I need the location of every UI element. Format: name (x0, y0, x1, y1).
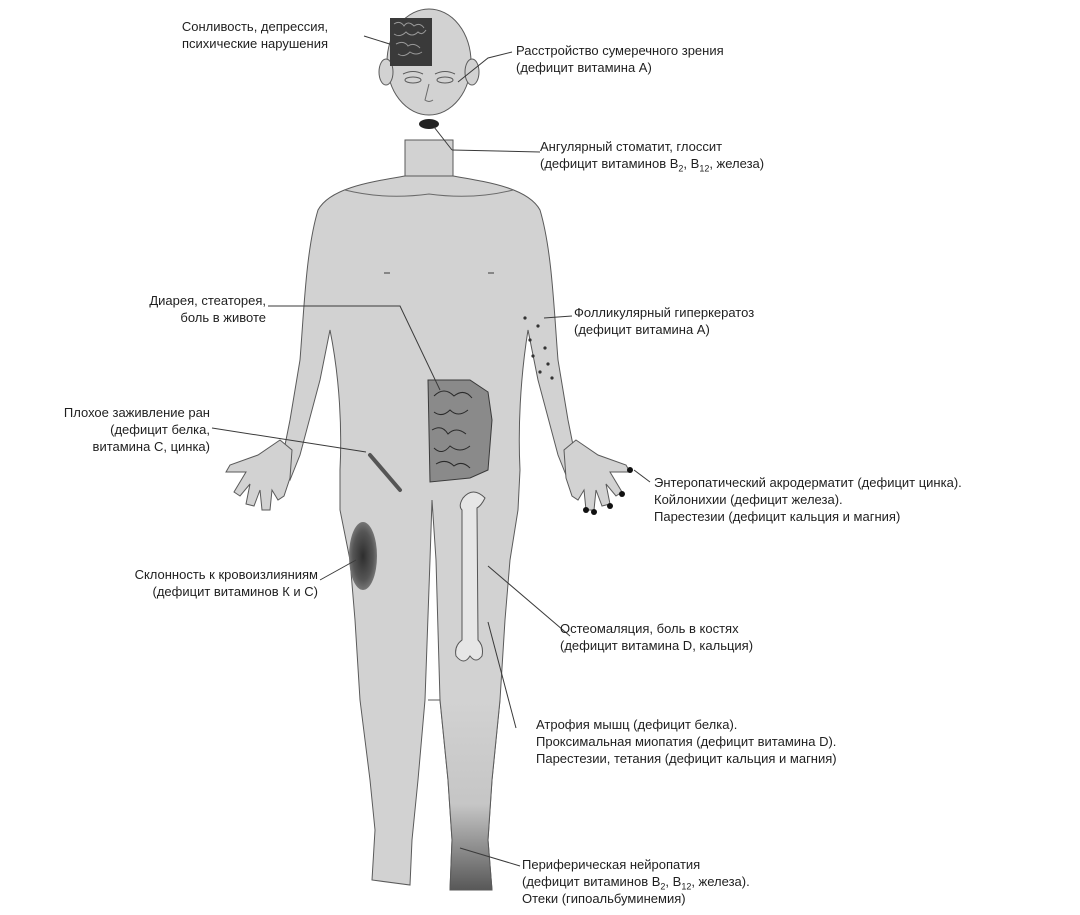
label-line: (дефицит витаминов B2, B12, железа) (540, 155, 764, 172)
label-wounds: Плохое заживление ран (дефицит белка, ви… (4, 404, 210, 455)
label-line: (дефицит белка, (4, 421, 210, 438)
label-line: Склонность к кровоизлияниям (30, 566, 318, 583)
label-line: Остеомаляция, боль в костях (560, 620, 753, 637)
nail-icon (619, 491, 625, 497)
label-bleeding: Склонность к кровоизлияниям (дефицит вит… (30, 566, 318, 600)
label-line: (дефицит витамина D, кальция) (560, 637, 753, 654)
nail-icon (607, 503, 613, 509)
head (379, 9, 479, 129)
body (226, 140, 633, 890)
label-line: Отеки (гипоальбуминемия) (522, 890, 750, 907)
nail-icon (627, 467, 633, 473)
label-line: Проксимальная миопатия (дефицит витамина… (536, 733, 837, 750)
label-line: Парестезии (дефицит кальция и магния) (654, 508, 962, 525)
label-line: Плохое заживление ран (4, 404, 210, 421)
label-line: Расстройство сумеречного зрения (516, 42, 724, 59)
label-line: Энтеропатический акродерматит (дефицит ц… (654, 474, 962, 491)
mouth-icon (419, 119, 439, 129)
label-hands: Энтеропатический акродерматит (дефицит ц… (654, 474, 962, 525)
label-muscles: Атрофия мышц (дефицит белка). Проксималь… (536, 716, 837, 767)
label-bones: Остеомаляция, боль в костях (дефицит вит… (560, 620, 753, 654)
label-stomatitis: Ангулярный стоматит, глоссит (дефицит ви… (540, 138, 764, 172)
label-neuropathy: Периферическая нейропатия (дефицит витам… (522, 856, 750, 907)
label-line: (дефицит витамина А) (574, 321, 754, 338)
label-gi: Диарея, стеаторея, боль в животе (60, 292, 266, 326)
label-hyperkeratosis: Фолликулярный гиперкератоз (дефицит вита… (574, 304, 754, 338)
label-line: Диарея, стеаторея, (60, 292, 266, 309)
brain-icon (390, 18, 432, 66)
label-line: Парестезии, тетания (дефицит кальция и м… (536, 750, 837, 767)
label-line: витамина С, цинка) (4, 438, 210, 455)
nail-icon (583, 507, 589, 513)
bruise-mark (349, 522, 377, 590)
label-line: Периферическая нейропатия (522, 856, 750, 873)
label-cns: Сонливость, депрессия, психические наруш… (146, 18, 364, 52)
label-line: (дефицит витаминов К и С) (30, 583, 318, 600)
intestine-icon (428, 380, 492, 482)
label-vision: Расстройство сумеречного зрения (дефицит… (516, 42, 724, 76)
label-line: Атрофия мышц (дефицит белка). (536, 716, 837, 733)
label-line: боль в животе (60, 309, 266, 326)
nail-icon (591, 509, 597, 515)
label-line: Ангулярный стоматит, глоссит (540, 138, 764, 155)
label-line: психические нарушения (146, 35, 364, 52)
label-line: Фолликулярный гиперкератоз (574, 304, 754, 321)
label-line: (дефицит витамина А) (516, 59, 724, 76)
label-line: Сонливость, депрессия, (146, 18, 364, 35)
label-line: Койлонихии (дефицит железа). (654, 491, 962, 508)
label-line: (дефицит витаминов B2, B12, железа). (522, 873, 750, 890)
